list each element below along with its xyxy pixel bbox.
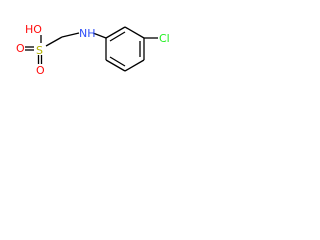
sulfur-label: S <box>36 44 43 57</box>
bond-ch2-n <box>61 32 80 38</box>
bonds <box>25 26 158 72</box>
bond-s-ch2 <box>45 36 63 47</box>
ring-bond-4 <box>124 59 145 72</box>
ring-double-3 <box>109 56 126 67</box>
ring-double-1 <box>109 31 126 42</box>
chemical-structure: HO S O O NH Cl <box>16 23 170 77</box>
chlorine-label: Cl <box>159 32 170 45</box>
bond-n-ring <box>92 32 107 39</box>
structure-canvas: HO S O O NH Cl <box>0 0 206 98</box>
hydroxyl-label: HO <box>25 23 42 36</box>
ring-bond-1 <box>105 26 126 39</box>
oxygen-bottom-label: O <box>36 64 45 77</box>
oxygen-top-label: O <box>16 42 25 55</box>
ring-bond-2 <box>124 26 145 39</box>
amine-label: NH <box>79 27 96 40</box>
ring-bond-5 <box>105 59 126 72</box>
